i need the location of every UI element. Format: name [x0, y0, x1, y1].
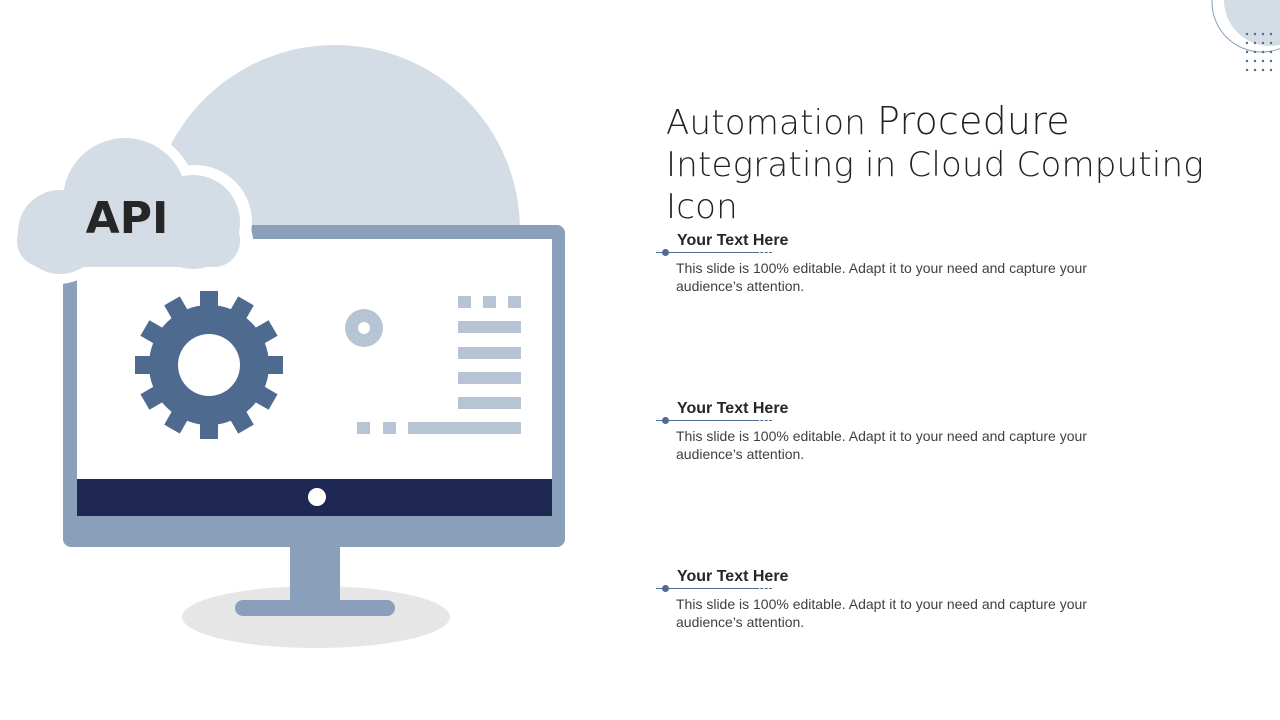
item-body: This slide is 100% editable. Adapt it to… [676, 596, 1087, 630]
item-heading: Your Text Here [677, 568, 789, 585]
item-heading: Your Text Here [677, 400, 789, 417]
item-body: This slide is 100% editable. Adapt it to… [676, 260, 1087, 294]
item-body: This slide is 100% editable. Adapt it to… [676, 428, 1087, 462]
cloud-icon [6, 128, 253, 284]
dot-grid [1245, 32, 1273, 72]
item-divider [656, 249, 1126, 262]
page-title: Automation Procedure Integrating in Clou… [666, 100, 1266, 228]
title-part-2: Procedure [877, 99, 1070, 143]
item-heading: Your Text Here [677, 232, 789, 249]
title-part-1: Automation [666, 103, 867, 143]
bullet-dot-icon [662, 249, 669, 256]
bullet-dot-icon [662, 417, 669, 424]
corner-decoration [1211, 0, 1280, 72]
bullet-dot-icon [662, 585, 669, 592]
text-item-2: Your Text Here This slide is 100% editab… [656, 399, 1126, 463]
power-button [308, 488, 326, 506]
cloud-monitor-illustration: API [6, 45, 565, 648]
item-divider [656, 585, 1126, 598]
monitor-stand [235, 540, 395, 616]
dashboard-lines [357, 296, 521, 434]
item-divider [656, 417, 1126, 430]
gear-icon [135, 291, 283, 439]
title-part-3: Integrating in Cloud Computing Icon [666, 145, 1204, 227]
background-circle [150, 45, 520, 230]
ring-icon [345, 309, 383, 347]
text-item-1: Your Text Here This slide is 100% editab… [656, 231, 1126, 295]
cloud-api-label: API [86, 193, 169, 244]
text-item-3: Your Text Here This slide is 100% editab… [656, 567, 1126, 631]
